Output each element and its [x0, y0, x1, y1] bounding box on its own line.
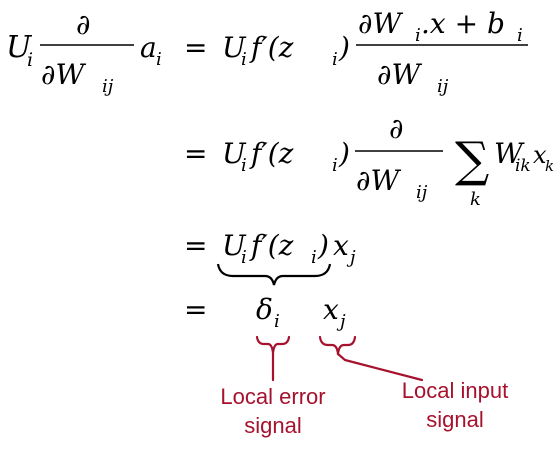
- r3-x: x: [333, 229, 349, 262]
- r2-f-close: ): [338, 137, 350, 170]
- equals-4: =: [184, 293, 207, 326]
- r1-U: U: [222, 31, 247, 64]
- row1-lhs: U i ∂ ∂W ij a i: [6, 8, 162, 97]
- r2-den-sub: ij: [416, 182, 428, 203]
- annotations: [255, 335, 424, 382]
- r3-U-sub: i: [241, 247, 247, 268]
- r2-f-sub: i: [332, 155, 338, 176]
- r1-den: ∂W: [377, 58, 422, 91]
- local-error-label-line2: signal: [244, 413, 301, 438]
- r2-term: W: [494, 137, 525, 170]
- lhs-partial: ∂: [76, 8, 90, 41]
- r1-num-sub: i: [415, 25, 421, 46]
- r3-f: f′(z: [249, 229, 294, 262]
- row4-rhs: δ i x j: [256, 293, 346, 332]
- local-input-label-line1: Local input: [402, 378, 508, 403]
- r1-num-rest: .x + b: [421, 7, 505, 40]
- input-connector: [336, 352, 424, 382]
- r2-sum: ∑: [455, 132, 489, 188]
- r2-term-sub: ik: [515, 156, 531, 176]
- equals-signs: = = = =: [184, 31, 207, 326]
- r2-U: U: [222, 137, 247, 170]
- lhs-U: U: [6, 30, 33, 65]
- r2-U-sub: i: [241, 155, 247, 176]
- r4-delta: δ: [256, 293, 273, 326]
- r2-f: f′(z: [249, 137, 294, 170]
- r1-f: f′(z: [249, 31, 294, 64]
- r2-sum-index: k: [470, 189, 481, 210]
- equals-2: =: [184, 137, 207, 170]
- local-error-label-line1: Local error: [220, 384, 325, 409]
- r2-term2: x: [533, 141, 547, 169]
- lhs-a: a: [140, 31, 157, 64]
- r2-den: ∂W: [356, 164, 401, 197]
- r4-x-sub: j: [336, 311, 346, 332]
- r1-f-close: ): [338, 31, 350, 64]
- r2-partial: ∂: [389, 112, 403, 145]
- equals-1: =: [184, 31, 207, 64]
- row2-rhs: U i f′(z i ) ∂ ∂W ij ∑ k W ik x k: [222, 112, 554, 210]
- underbrace: [216, 263, 332, 286]
- r3-x-sub: j: [346, 247, 356, 268]
- r2-term2-sub: k: [545, 157, 554, 175]
- r3-U: U: [222, 229, 247, 262]
- lhs-a-sub: i: [156, 49, 162, 70]
- lhs-den: ∂W: [41, 58, 86, 91]
- lhs-U-sub: i: [27, 49, 33, 71]
- error-brace: [255, 335, 291, 355]
- r1-f-sub: i: [332, 49, 338, 70]
- r1-num-rest-sub: i: [517, 25, 523, 46]
- r4-x: x: [323, 293, 339, 326]
- input-brace: [318, 335, 357, 356]
- row3-rhs: U i f′(z i ) x j: [216, 229, 356, 286]
- equals-3: =: [184, 229, 207, 262]
- r4-delta-sub: i: [274, 311, 280, 332]
- row1-rhs: U i f′(z i ) ∂W i .x + b i ∂W ij: [222, 7, 528, 97]
- r3-f-sub: i: [311, 247, 317, 268]
- r1-den-sub: ij: [437, 76, 449, 97]
- lhs-den-sub: ij: [102, 76, 114, 97]
- local-input-label-line2: signal: [426, 407, 483, 432]
- r1-U-sub: i: [241, 49, 247, 70]
- r1-num: ∂W: [358, 7, 403, 40]
- r3-f-close: ): [317, 229, 329, 262]
- annotation-labels: Local error signal Local input signal: [220, 378, 508, 438]
